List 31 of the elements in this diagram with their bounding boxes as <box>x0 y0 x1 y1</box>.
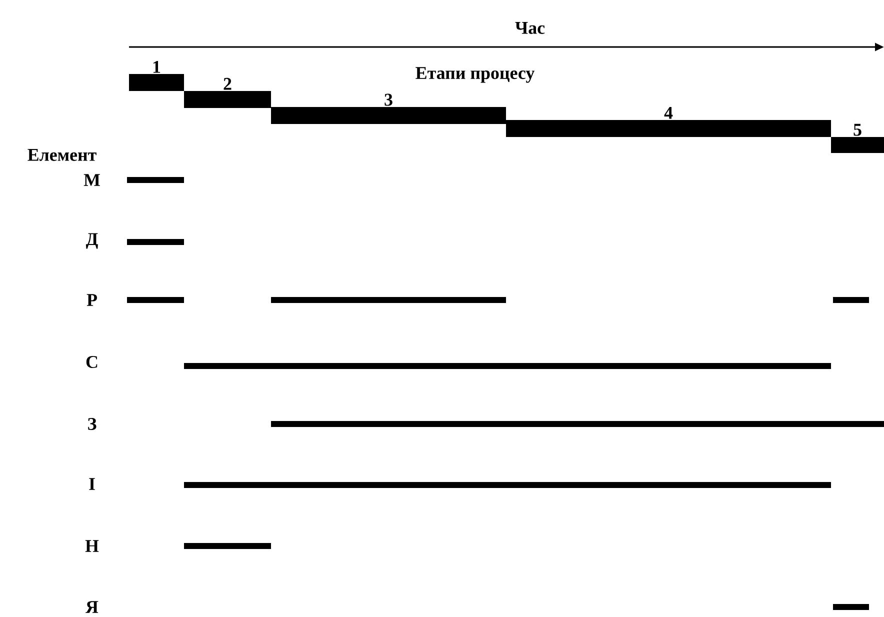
activity-bar <box>271 421 884 427</box>
row-header: Елемент <box>28 149 96 161</box>
activity-bar <box>127 239 184 245</box>
chart-title: Етапи процесу <box>416 67 534 83</box>
stage-bar <box>271 107 506 124</box>
activity-bar <box>833 297 869 303</box>
stage-number: 2 <box>224 78 232 90</box>
axis-title: Час <box>515 22 545 34</box>
row-label: С <box>86 356 98 368</box>
stage-number: 1 <box>153 60 160 73</box>
activity-bar <box>184 363 831 369</box>
row-label: Р <box>86 294 97 306</box>
row-label: І <box>89 478 95 490</box>
stage-number: 4 <box>664 106 673 119</box>
stage-number: 3 <box>384 94 392 106</box>
activity-bar <box>127 177 184 183</box>
row-label: Я <box>86 601 98 613</box>
activity-bar <box>833 604 869 610</box>
stage-number: 5 <box>854 124 862 136</box>
row-label: Д <box>86 233 98 249</box>
stage-bar <box>184 91 271 108</box>
activity-bar <box>127 297 184 303</box>
row-label: М <box>84 174 100 186</box>
row-label: З <box>88 418 96 430</box>
activity-bar <box>271 297 506 303</box>
stage-bar <box>506 120 831 137</box>
activity-bar <box>184 543 271 549</box>
row-label: Н <box>85 540 99 552</box>
activity-bar <box>184 482 831 488</box>
stage-bar <box>831 137 884 153</box>
stage-bar <box>129 74 184 91</box>
